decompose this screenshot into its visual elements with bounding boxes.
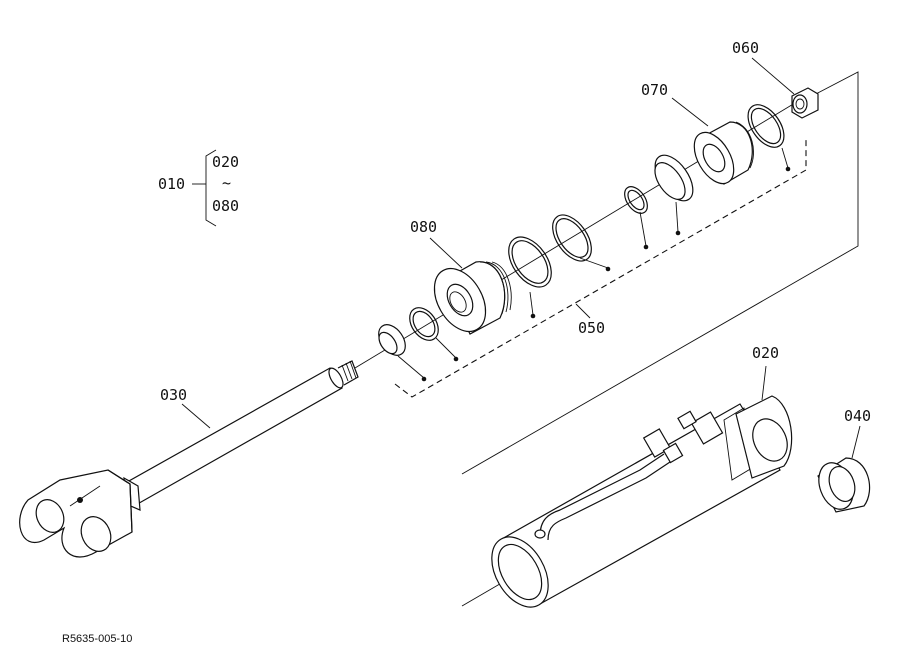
leader-020 — [761, 365, 767, 401]
callout-010: 010 — [158, 175, 185, 193]
o-ring-front[interactable] — [404, 302, 444, 345]
piston-rod[interactable] — [19, 360, 359, 558]
leader-dots — [397, 147, 791, 382]
callout-range-start: 020 — [212, 153, 239, 171]
callout-070: 070 — [641, 81, 668, 99]
callout-050: 050 — [578, 319, 605, 337]
drawing-code: R5635-005-10 — [62, 633, 132, 645]
leader-060 — [751, 57, 795, 95]
wear-ring[interactable] — [373, 320, 411, 360]
cylinder-tube[interactable] — [480, 395, 794, 617]
leader-040 — [851, 425, 861, 459]
seal-kit-bracket — [394, 140, 807, 398]
leader-070 — [671, 97, 709, 127]
lock-nut[interactable] — [791, 87, 819, 119]
dust-seal[interactable] — [741, 98, 791, 153]
bracket-010 — [205, 149, 217, 227]
gland-seal[interactable] — [648, 149, 701, 208]
piston[interactable] — [424, 260, 512, 341]
rod-gland[interactable] — [686, 121, 754, 190]
frame-line-upper — [461, 71, 859, 475]
piston-seal-ring[interactable] — [500, 229, 560, 294]
callout-040: 040 — [844, 407, 871, 425]
callout-range-end: 080 — [212, 197, 239, 215]
backup-ring[interactable] — [545, 208, 599, 268]
callout-030: 030 — [160, 386, 187, 404]
seal-kit-leader — [575, 303, 591, 319]
callout-080-piston: 080 — [410, 218, 437, 236]
bushing[interactable] — [813, 457, 871, 514]
callout-range-sep: ~ — [222, 174, 231, 192]
leader-030 — [181, 403, 211, 429]
callout-060: 060 — [732, 39, 759, 57]
small-o-ring[interactable] — [620, 183, 652, 218]
leader-080 — [429, 237, 463, 269]
callout-020-tube: 020 — [752, 344, 779, 362]
